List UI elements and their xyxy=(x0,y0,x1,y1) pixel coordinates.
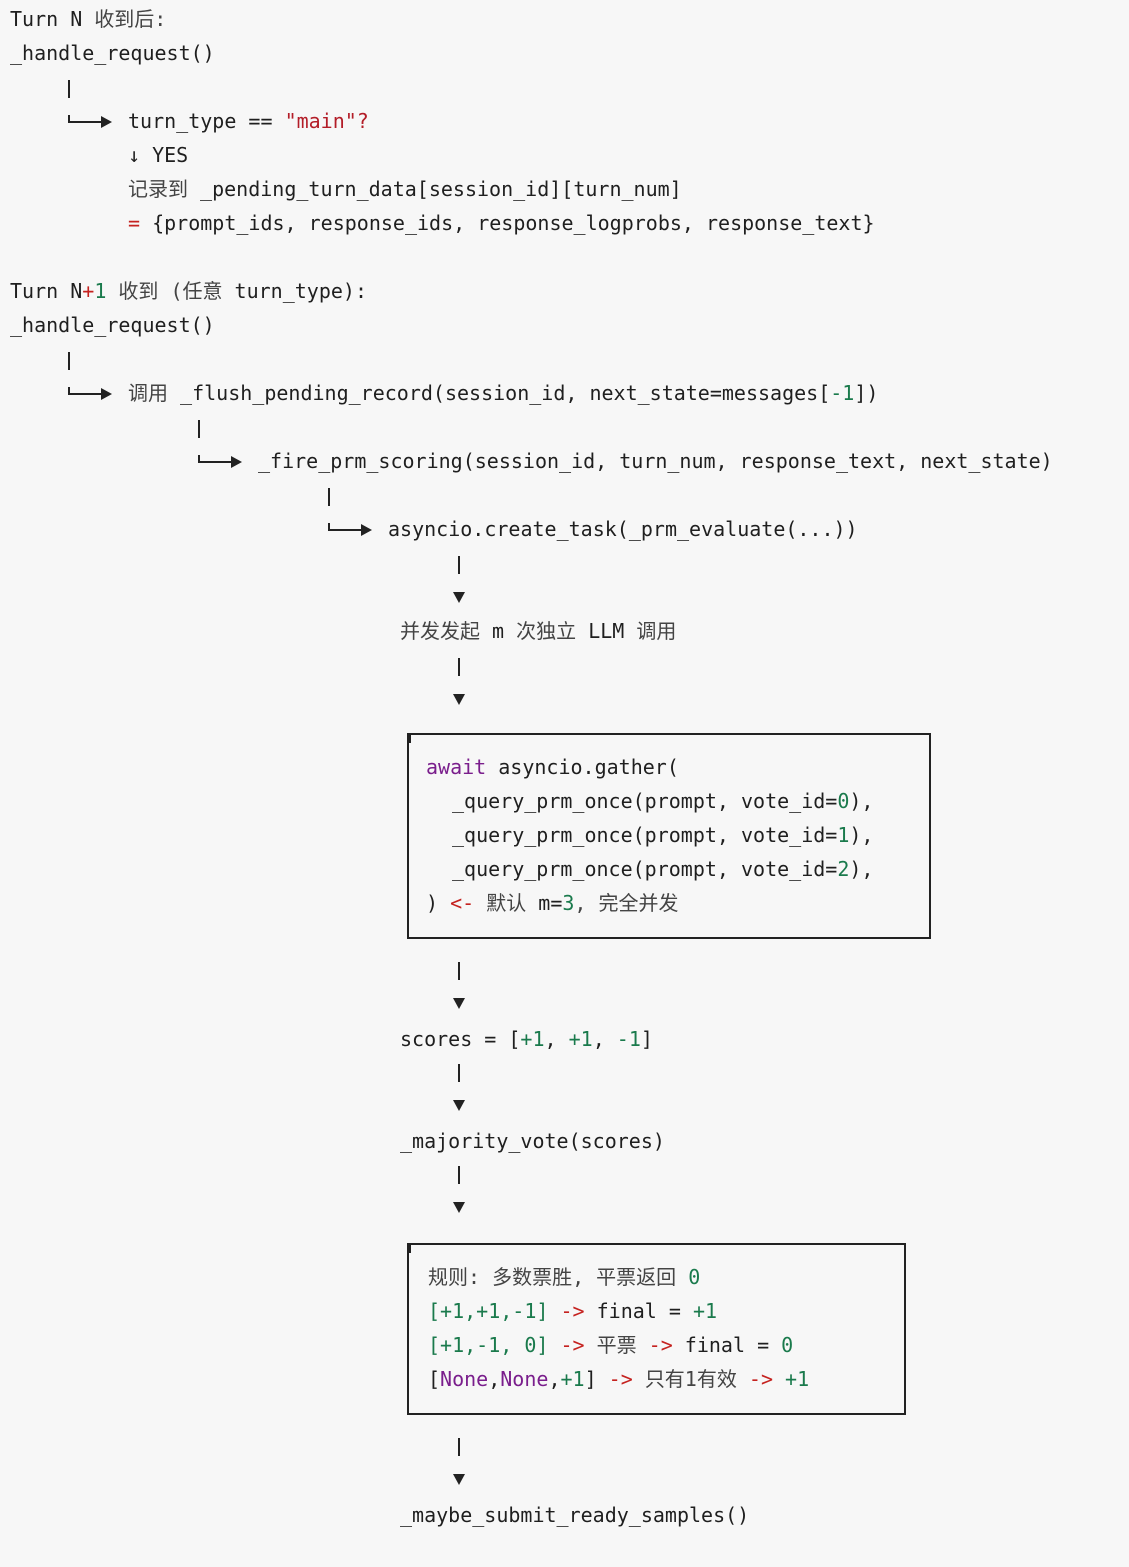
fire-prm-scoring-call: _fire_prm_scoring(session_id, turn_num, … xyxy=(258,449,1053,473)
gather-line-5: ) <- 默认 m=3, 完全并发 xyxy=(426,891,679,915)
down-arrow-icon xyxy=(453,998,465,1009)
flow-line xyxy=(458,556,460,574)
gather-line-1: await asyncio.gather( xyxy=(426,755,679,779)
down-arrow-icon xyxy=(453,1202,465,1213)
assign-line: = {prompt_ids, response_ids, response_lo… xyxy=(128,211,875,235)
rules-row-2: [+1,-1, 0] -> 平票 -> final = 0 xyxy=(428,1333,794,1357)
rules-box xyxy=(407,1243,906,1415)
turn-n1-header: Turn N+1 收到 (任意 turn_type): xyxy=(10,279,367,303)
rules-row-3: [None,None,+1] -> 只有1有效 -> +1 xyxy=(428,1367,810,1391)
yes-branch: ↓ YES xyxy=(128,143,189,167)
branch-arrow xyxy=(328,523,372,536)
majority-vote-call: _majority_vote(scores) xyxy=(400,1129,665,1153)
branch-arrow xyxy=(198,455,242,468)
rules-row-1: [+1,+1,-1] -> final = +1 xyxy=(428,1299,718,1323)
flush-call: 调用 _flush_pending_record(session_id, nex… xyxy=(128,381,879,405)
down-arrow-icon xyxy=(453,694,465,705)
gather-line-4: _query_prm_once(prompt, vote_id=2), xyxy=(452,857,874,881)
flow-line xyxy=(458,1166,460,1184)
gather-box xyxy=(407,733,931,939)
flow-line xyxy=(458,658,460,676)
tree-line xyxy=(328,488,330,506)
turn-type-check: turn_type == "main"? xyxy=(128,109,369,133)
turn-n-header: Turn N 收到后: xyxy=(10,7,167,31)
tree-line xyxy=(68,352,70,370)
create-task-call: asyncio.create_task(_prm_evaluate(...)) xyxy=(388,517,858,541)
down-arrow-icon xyxy=(453,1100,465,1111)
tree-line xyxy=(198,420,200,438)
concurrent-note: 并发发起 m 次独立 LLM 调用 xyxy=(400,619,677,643)
tree-line xyxy=(68,80,70,98)
record-line: 记录到 _pending_turn_data[session_id][turn_… xyxy=(128,177,682,201)
gather-line-2: _query_prm_once(prompt, vote_id=0), xyxy=(452,789,874,813)
down-arrow-icon xyxy=(453,1474,465,1485)
turn-n-handler: _handle_request() xyxy=(10,41,215,65)
gather-line-3: _query_prm_once(prompt, vote_id=1), xyxy=(452,823,874,847)
branch-arrow xyxy=(68,115,112,128)
turn-n1-handler: _handle_request() xyxy=(10,313,215,337)
flow-line xyxy=(458,1438,460,1456)
flow-line xyxy=(458,1064,460,1082)
scores-line: scores = [+1, +1, -1] xyxy=(400,1027,653,1051)
branch-arrow xyxy=(68,387,112,400)
rules-title: 规则: 多数票胜, 平票返回 0 xyxy=(428,1265,701,1289)
down-arrow-icon xyxy=(453,592,465,603)
submit-samples-call: _maybe_submit_ready_samples() xyxy=(400,1503,750,1527)
flow-line xyxy=(458,962,460,980)
